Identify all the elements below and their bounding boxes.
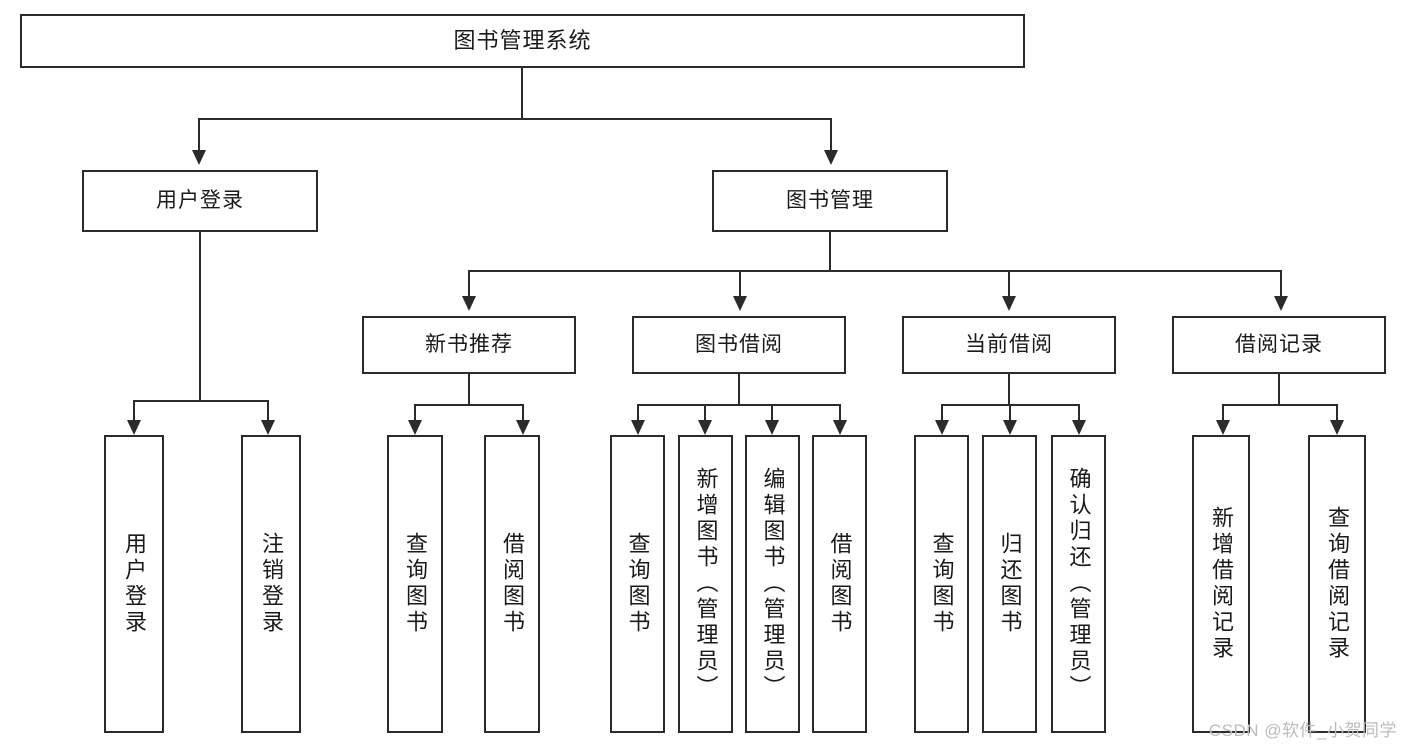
arrow-bb-to-leaf-4 [833, 420, 847, 435]
leaf-book-borrow-borrow-book[interactable]: 借阅图书 [812, 435, 867, 733]
connector-bb-to-leaf-3 [771, 404, 773, 420]
arrow-br-to-leaf-1 [1216, 420, 1230, 435]
leaf-book-borrow-edit-book-admin[interactable]: 编辑图书（管理员） [745, 435, 800, 733]
node-label: 借阅图书 [827, 532, 853, 636]
node-label: 用户登录 [156, 188, 244, 212]
connector-cb-to-leaf-3 [1078, 404, 1080, 420]
connector-book-management-bus [468, 270, 1280, 272]
node-label: 图书管理 [786, 188, 874, 212]
connector-bm-to-borrow-record [1280, 270, 1282, 296]
arrow-bb-to-leaf-1 [631, 420, 645, 435]
arrow-cb-to-leaf-3 [1072, 420, 1086, 435]
connector-nb-to-leaf-1 [414, 404, 416, 420]
connector-book-management-stem [829, 232, 831, 270]
node-label: 借阅图书 [500, 532, 525, 636]
connector-book-borrow-bus [637, 404, 839, 406]
node-new-book-recommend[interactable]: 新书推荐 [362, 316, 576, 374]
connector-bb-to-leaf-4 [839, 404, 841, 420]
connector-bm-to-current-borrow [1008, 270, 1010, 296]
arrow-br-to-leaf-2 [1330, 420, 1344, 435]
arrow-bm-to-borrow-record [1274, 296, 1288, 311]
connector-bm-to-book-borrow [739, 270, 741, 296]
node-label: 查询图书 [403, 532, 428, 636]
connector-user-login-bus [133, 400, 267, 402]
arrow-bm-to-current-borrow [1002, 296, 1016, 311]
node-label: 查询图书 [929, 532, 955, 636]
leaf-current-borrow-return-book[interactable]: 归还图书 [982, 435, 1037, 733]
arrow-bb-to-leaf-2 [698, 420, 712, 435]
arrow-bm-to-book-borrow [733, 296, 747, 311]
connector-br-to-leaf-2 [1336, 404, 1338, 420]
node-book-management[interactable]: 图书管理 [712, 170, 948, 232]
arrow-user-login-to-leaf-1 [127, 420, 141, 435]
connector-user-login-stem [199, 232, 201, 400]
connector-root-bus [198, 118, 832, 120]
node-label: 新增图书（管理员） [693, 467, 719, 701]
leaf-user-login-login[interactable]: 用户登录 [104, 435, 164, 733]
leaf-new-book-query-book[interactable]: 查询图书 [387, 435, 443, 733]
arrow-root-to-user-login [192, 150, 206, 165]
arrow-user-login-to-leaf-2 [261, 420, 275, 435]
node-label: 图书管理系统 [453, 28, 592, 54]
leaf-user-login-logout[interactable]: 注销登录 [241, 435, 301, 733]
connector-root-stem [521, 68, 523, 118]
node-user-login[interactable]: 用户登录 [82, 170, 318, 232]
node-label: 当前借阅 [965, 332, 1053, 356]
leaf-current-borrow-confirm-return-admin[interactable]: 确认归还（管理员） [1051, 435, 1106, 733]
connector-bm-to-new-book [468, 270, 470, 296]
connector-root-to-book-management [830, 118, 832, 150]
node-label: 注销登录 [259, 532, 284, 636]
node-root-book-management-system[interactable]: 图书管理系统 [20, 14, 1025, 68]
leaf-book-borrow-query-book[interactable]: 查询图书 [610, 435, 665, 733]
leaf-current-borrow-query-book[interactable]: 查询图书 [914, 435, 969, 733]
leaf-book-borrow-add-book-admin[interactable]: 新增图书（管理员） [678, 435, 733, 733]
arrow-nb-to-leaf-2 [516, 420, 530, 435]
node-label: 借阅记录 [1235, 332, 1323, 356]
connector-cb-to-leaf-1 [941, 404, 943, 420]
leaf-borrow-record-add-record[interactable]: 新增借阅记录 [1192, 435, 1250, 733]
connector-nb-to-leaf-2 [522, 404, 524, 420]
arrow-bb-to-leaf-3 [765, 420, 779, 435]
connector-borrow-record-bus [1222, 404, 1336, 406]
arrow-nb-to-leaf-1 [408, 420, 422, 435]
node-borrow-record[interactable]: 借阅记录 [1172, 316, 1386, 374]
node-book-borrow[interactable]: 图书借阅 [632, 316, 846, 374]
node-label: 图书借阅 [695, 332, 783, 356]
arrow-cb-to-leaf-2 [1003, 420, 1017, 435]
connector-user-login-to-leaf-1 [133, 400, 135, 420]
node-label: 确认归还（管理员） [1066, 467, 1092, 701]
node-label: 用户登录 [122, 532, 147, 636]
node-current-borrow[interactable]: 当前借阅 [902, 316, 1116, 374]
connector-book-borrow-stem [738, 374, 740, 404]
connector-cb-to-leaf-2 [1009, 404, 1011, 420]
leaf-new-book-borrow-book[interactable]: 借阅图书 [484, 435, 540, 733]
node-label: 查询图书 [625, 532, 651, 636]
connector-user-login-to-leaf-2 [267, 400, 269, 420]
node-label: 新增借阅记录 [1209, 506, 1234, 662]
connector-borrow-record-stem [1278, 374, 1280, 404]
arrow-cb-to-leaf-1 [935, 420, 949, 435]
node-label: 编辑图书（管理员） [760, 467, 786, 701]
connector-bb-to-leaf-1 [637, 404, 639, 420]
connector-root-to-user-login [198, 118, 200, 150]
connector-bb-to-leaf-2 [704, 404, 706, 420]
leaf-borrow-record-query-record[interactable]: 查询借阅记录 [1308, 435, 1366, 733]
connector-br-to-leaf-1 [1222, 404, 1224, 420]
node-label: 查询借阅记录 [1325, 506, 1350, 662]
connector-new-book-bus [414, 404, 522, 406]
node-label: 归还图书 [997, 532, 1023, 636]
connector-new-book-stem [468, 374, 470, 404]
node-label: 新书推荐 [425, 332, 513, 356]
arrow-bm-to-new-book [462, 296, 476, 311]
connector-current-borrow-stem [1008, 374, 1010, 404]
arrow-root-to-book-management [824, 150, 838, 165]
